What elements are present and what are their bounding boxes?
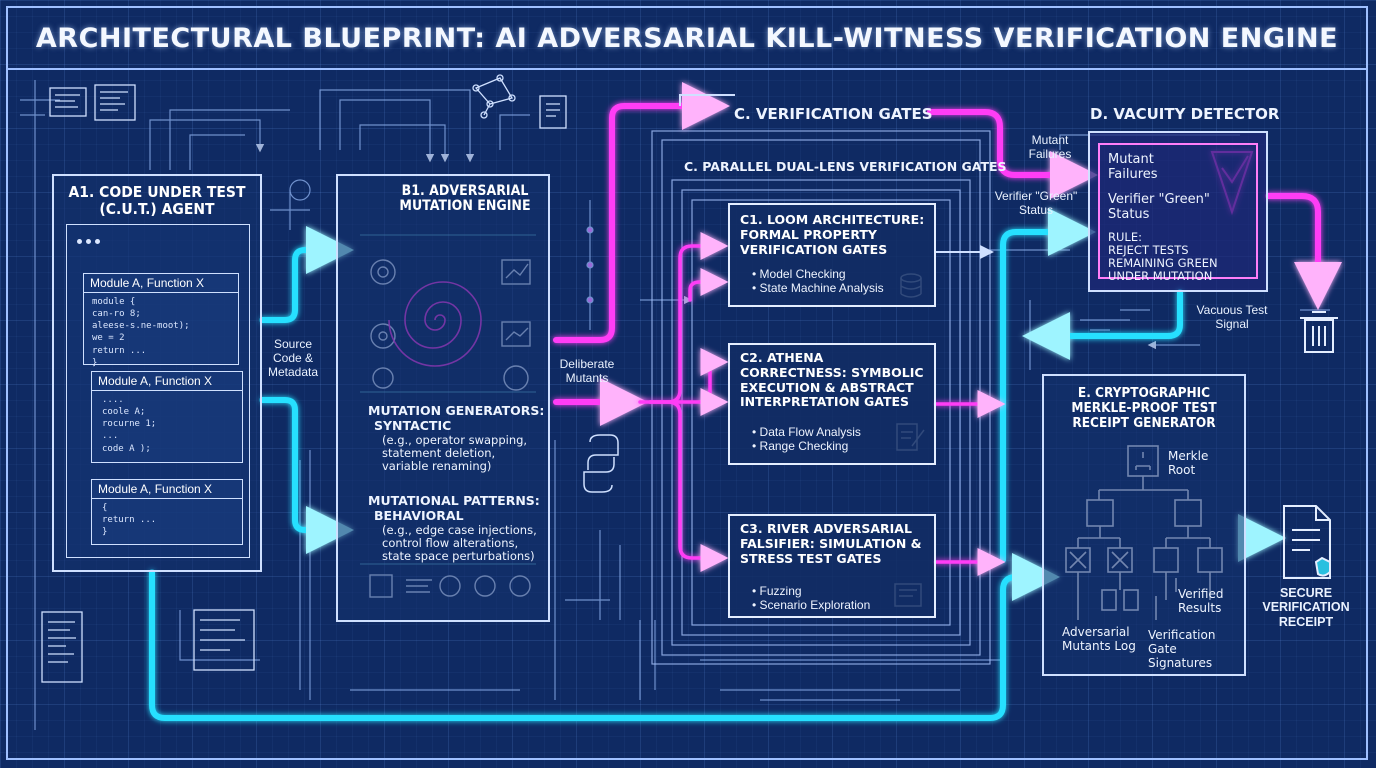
cut-agent-title: A1. CODE UNDER TEST (C.U.T.) AGENT (68, 183, 246, 219)
vacuous-signal-label: Vacuous Test Signal (1196, 303, 1268, 331)
gate-bullets: FuzzingScenario Exploration (752, 584, 871, 613)
mutation-engine-panel: B1. ADVERSARIAL MUTATION ENGINE MUTATION… (336, 174, 550, 622)
vacuity-rule-text: REJECT TESTS REMAINING GREEN UNDER MUTAT… (1108, 243, 1218, 284)
vacuity-detector-panel: Mutant Failures Verifier "Green" Status … (1088, 131, 1268, 292)
gate-bullets: Model CheckingState Machine Analysis (752, 267, 884, 296)
patterns-text: (e.g., edge case injections, control flo… (382, 523, 537, 564)
module-card: Module A, Function X { return ...} (91, 479, 243, 545)
module-code: module { can-ro 8; aleese-s.ne-moot); we… (92, 297, 190, 368)
trash-icon (1300, 311, 1338, 353)
window-dots (77, 231, 100, 249)
cut-agent-panel: A1. CODE UNDER TEST (C.U.T.) AGENT Modul… (52, 174, 262, 572)
merkle-title: E. CRYPTOGRAPHIC MERKLE-PROOF TEST RECEI… (1071, 385, 1217, 431)
network-icon (472, 74, 516, 119)
doc-icon (539, 95, 567, 129)
parallel-gates-title: C. PARALLEL DUAL-LENS VERIFICATION GATES (684, 159, 1007, 174)
source-code-label: Source Code & Metadata (267, 337, 319, 379)
receipt-icon (1283, 505, 1331, 579)
blueprint-frame (6, 6, 1368, 760)
vacuity-verifier-green: Verifier "Green" Status (1108, 192, 1210, 222)
vacuity-inner (1098, 143, 1258, 279)
python-icon (583, 434, 619, 493)
vacuity-mutant-failures: Mutant Failures (1108, 152, 1158, 182)
gate-title: C2. ATHENA CORRECTNESS: SYMBOLIC EXECUTI… (740, 350, 924, 410)
patterns-title: MUTATIONAL PATTERNS: (368, 493, 540, 508)
merkle-generator-panel: E. CRYPTOGRAPHIC MERKLE-PROOF TEST RECEI… (1042, 374, 1246, 676)
generators-title: MUTATION GENERATORS: (368, 403, 545, 418)
generators-subtitle: SYNTACTIC (374, 418, 452, 433)
gate-c3: C3. RIVER ADVERSARIAL FALSIFIER: SIMULAT… (728, 514, 936, 618)
gate-c2: C2. ATHENA CORRECTNESS: SYMBOLIC EXECUTI… (728, 343, 936, 465)
code-window: Module A, Function X module { can-ro 8; … (66, 224, 250, 558)
generators-text: (e.g., operator swapping, statement dele… (382, 433, 528, 474)
verified-results-label: Verified Results (1178, 587, 1224, 615)
verifier-green-label: Verifier "Green" Status (994, 189, 1078, 217)
gate-title: C3. RIVER ADVERSARIAL FALSIFIER: SIMULAT… (740, 521, 922, 566)
merkle-root-label: Merkle Root (1168, 449, 1209, 477)
module-header: Module A, Function X (84, 274, 238, 293)
module-code: { return ...} (102, 503, 157, 538)
module-code: .... coole A; rocurne 1; ... code A ); (102, 395, 157, 454)
adversarial-log-label: Adversarial Mutants Log (1062, 625, 1136, 653)
mutant-failures-label: Mutant Failures (1028, 133, 1072, 161)
gate-title: C1. LOOM ARCHITECTURE: FORMAL PROPERTY V… (740, 212, 925, 257)
gate-signatures-label: Verification Gate Signatures (1148, 628, 1216, 670)
deliberate-mutants-label: Deliberate Mutants (559, 357, 615, 385)
vacuity-rule-title: RULE: (1108, 230, 1142, 244)
verification-gates-title: C. VERIFICATION GATES (734, 105, 933, 123)
module-card: Module A, Function X .... coole A; rocur… (91, 371, 243, 463)
patterns-subtitle: BEHAVIORAL (374, 508, 464, 523)
page-title: ARCHITECTURAL BLUEPRINT: AI ADVERSARIAL … (35, 22, 1339, 54)
module-header: Module A, Function X (92, 480, 242, 499)
secure-receipt-label: SECURE VERIFICATION RECEIPT (1262, 586, 1350, 629)
module-card: Module A, Function X module { can-ro 8; … (83, 273, 239, 368)
vacuity-title: D. VACUITY DETECTOR (1090, 105, 1280, 123)
mutation-engine-title: B1. ADVERSARIAL MUTATION ENGINE (399, 183, 531, 215)
title-bar: ARCHITECTURAL BLUEPRINT: AI ADVERSARIAL … (8, 8, 1366, 70)
gate-c1: C1. LOOM ARCHITECTURE: FORMAL PROPERTY V… (728, 203, 936, 307)
gate-bullets: Data Flow AnalysisRange Checking (752, 425, 861, 454)
module-header: Module A, Function X (92, 372, 242, 391)
